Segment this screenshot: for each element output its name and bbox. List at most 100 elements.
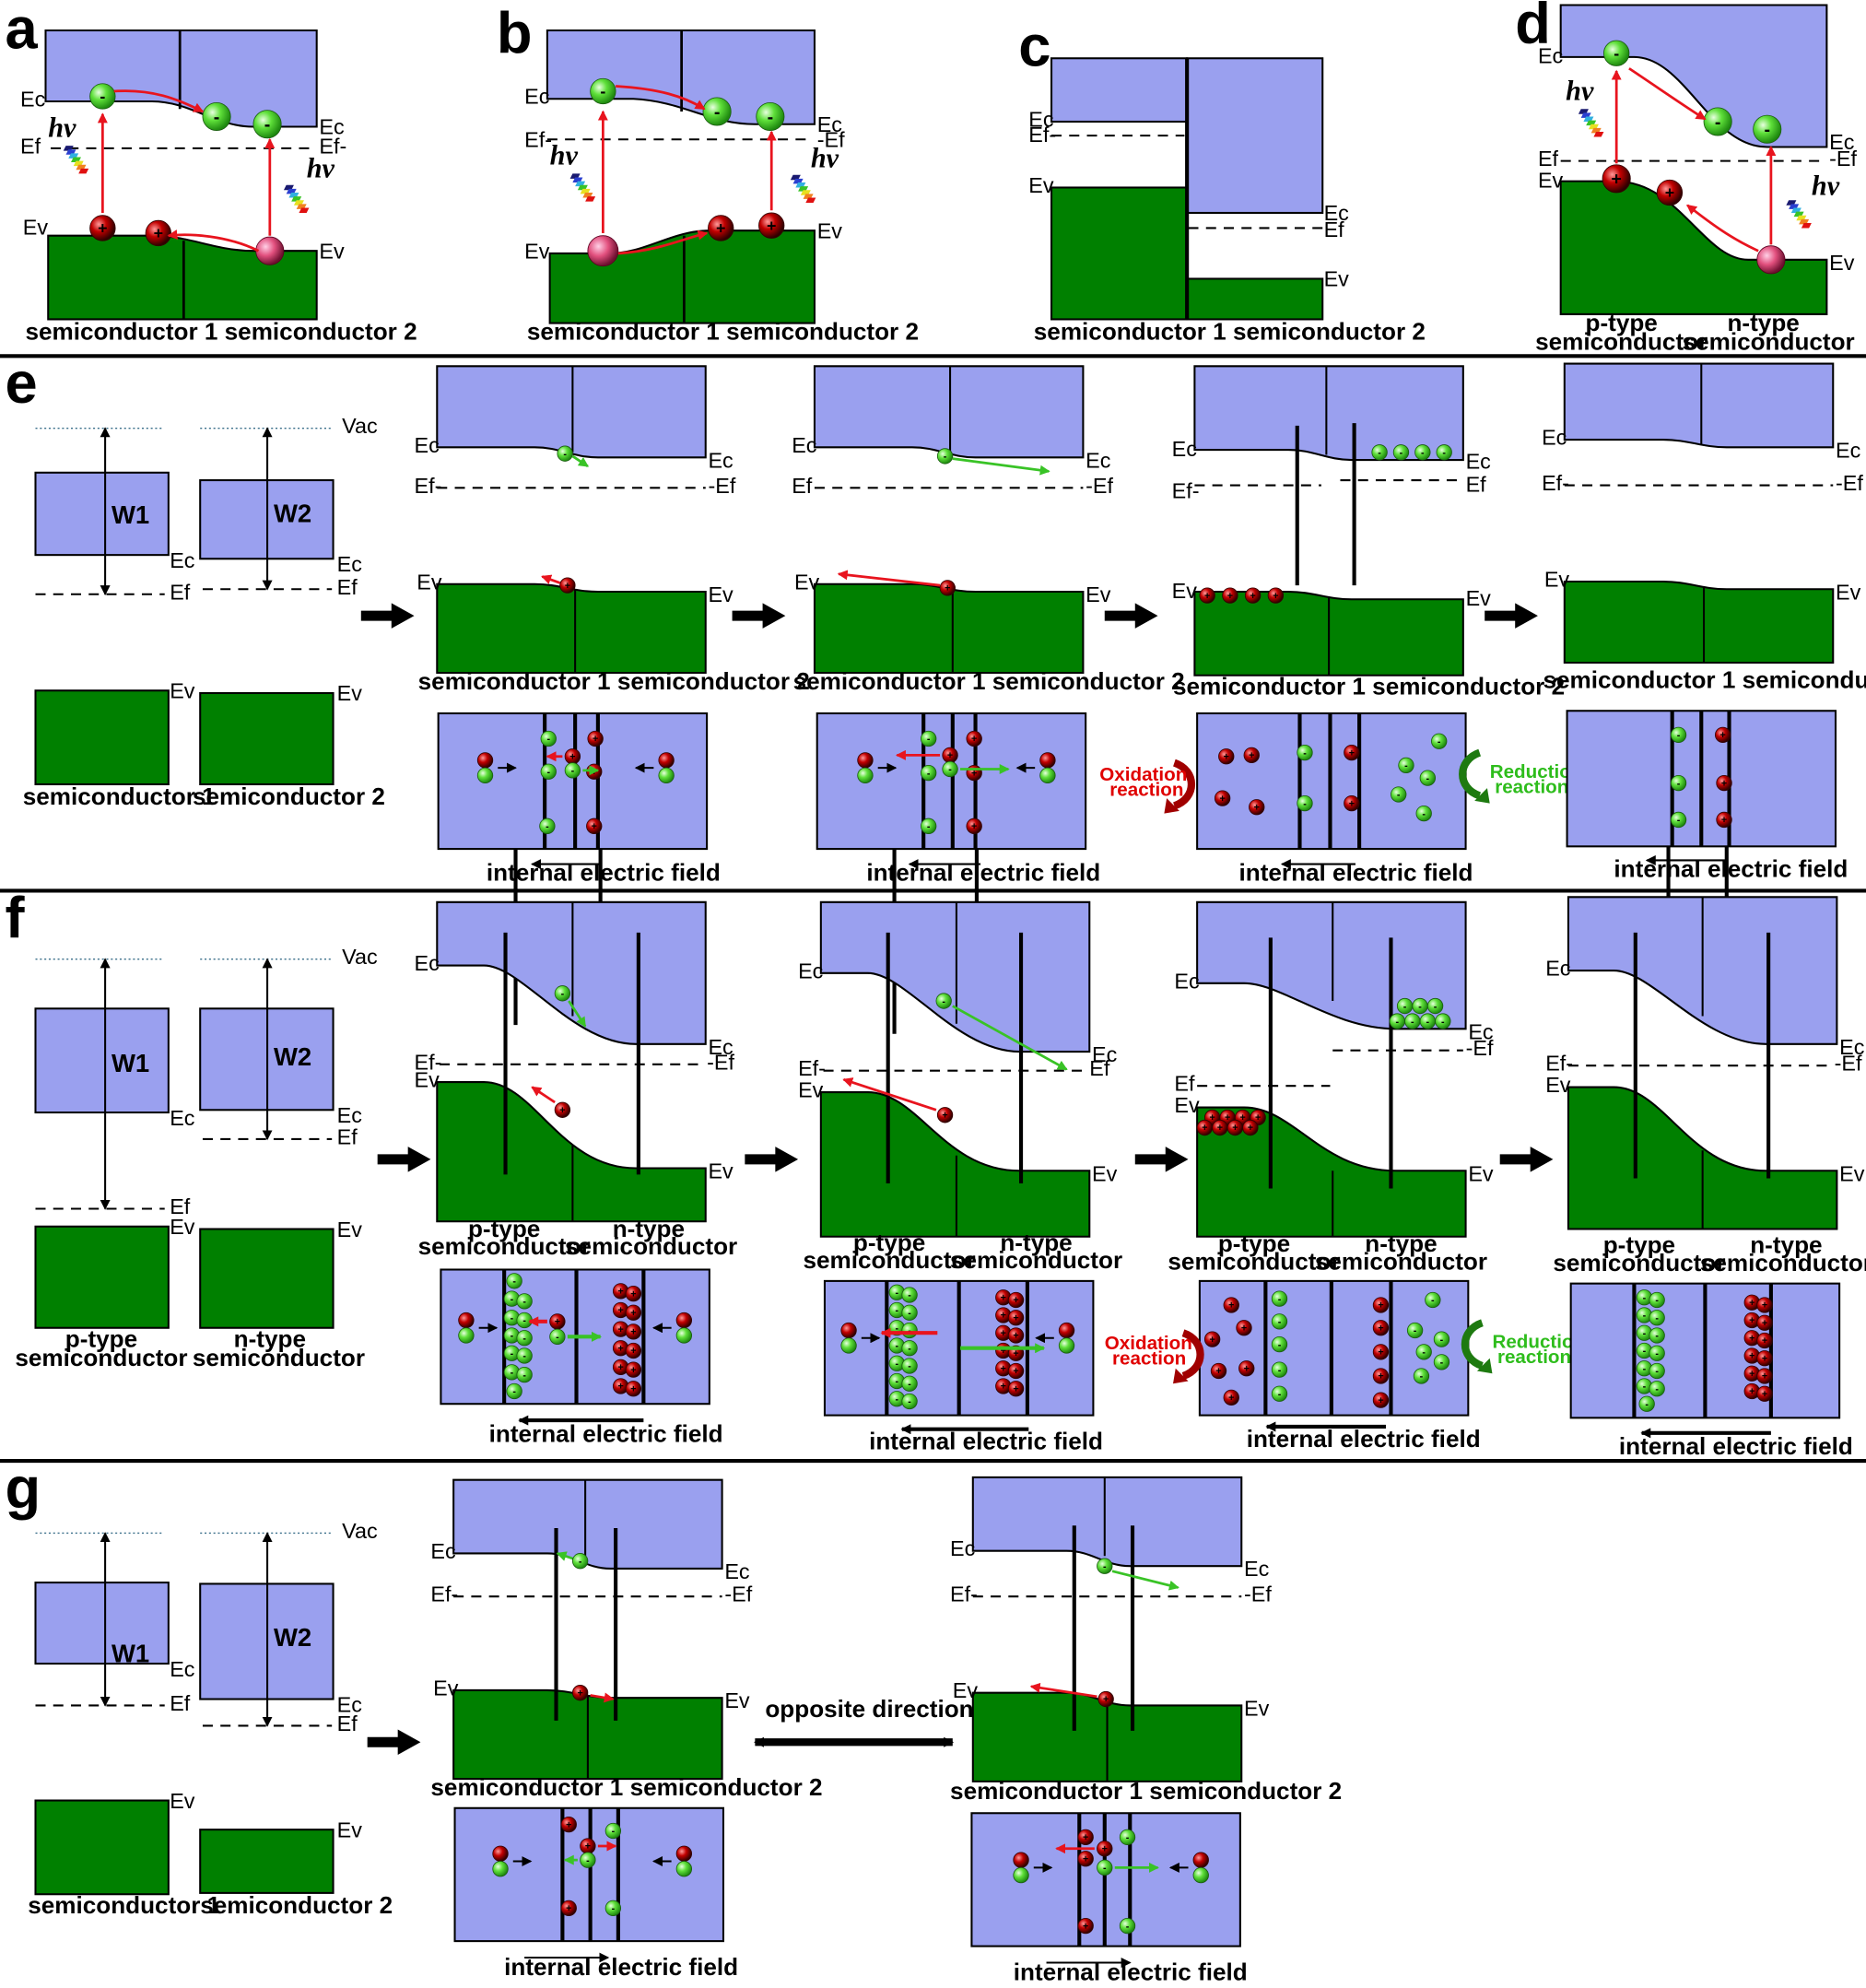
- conduction-band: [436, 365, 707, 459]
- panel-label-b: b: [497, 2, 533, 66]
- semiconductor-pair-caption: semiconductor 1 semiconductor 2: [418, 667, 810, 695]
- electron-sign: -: [1440, 1358, 1444, 1369]
- hole-sign: +: [630, 1308, 636, 1319]
- hole-particle: [1223, 1389, 1239, 1406]
- electron-transfer-arrow: [1628, 67, 1707, 121]
- electron-sign: -: [1411, 1017, 1414, 1028]
- internal-field-label: internal electric field: [1247, 1425, 1481, 1453]
- semiconductor-1-label: semiconductor 1: [28, 1891, 220, 1919]
- step-arrow: [367, 1729, 421, 1756]
- internal-field-label: internal electric field: [1614, 854, 1848, 882]
- reaction-cycle-arrowhead: [1474, 788, 1490, 804]
- electron-sign: -: [1442, 448, 1446, 459]
- electron-particle: [202, 101, 231, 132]
- ef-label: Ef-: [1172, 478, 1200, 502]
- electron-particle: [458, 1327, 475, 1344]
- electron-sign: -: [1396, 1017, 1400, 1028]
- photon-stripe: [575, 181, 586, 187]
- valence-band-2: [199, 1829, 334, 1894]
- electron-sign: -: [1378, 448, 1381, 459]
- photon-stripe: [580, 188, 591, 194]
- valence-band-1: [1050, 186, 1189, 321]
- step-arrow: [360, 603, 415, 629]
- electron-particle: [1119, 1917, 1136, 1935]
- hole-transfer-arrow: [837, 570, 941, 587]
- electron-sign: -: [948, 764, 952, 775]
- electron-sign: -: [927, 768, 931, 779]
- electron-sign: -: [1126, 1921, 1130, 1932]
- reaction-cycle-icon: [1459, 748, 1482, 800]
- vac-label: Vac: [342, 414, 378, 438]
- ec-label: Ec: [430, 1539, 456, 1563]
- ef-label: Ef: [792, 474, 813, 498]
- hole-particle: [1344, 794, 1360, 812]
- electron-particle: [702, 97, 732, 126]
- hole-sign: +: [1721, 815, 1727, 826]
- hole-sign: +: [1219, 794, 1225, 805]
- w2-label: W2: [274, 1623, 311, 1652]
- ec-label: Ec: [415, 433, 440, 457]
- hole-sign: +: [1378, 1371, 1383, 1382]
- hole-sign: +: [617, 1362, 623, 1373]
- electron-sign: -: [511, 1368, 514, 1379]
- ntype-label: n-type: [1750, 1231, 1822, 1259]
- valence-band: [1563, 580, 1835, 665]
- ef-label: -Ef: [708, 474, 735, 498]
- reaction-cycle-arrowhead: [1164, 798, 1179, 814]
- hole-particle: [1756, 1350, 1773, 1367]
- ev-label: Ev: [1468, 1161, 1494, 1185]
- semiconductor-2-label: semiconductor 2: [193, 782, 385, 810]
- electron-particle: [1753, 114, 1782, 144]
- ev-label: Ev: [724, 1688, 750, 1712]
- ef-label: -Ef: [1829, 147, 1857, 171]
- hole-particle: [1013, 1852, 1029, 1868]
- electron-sign: -: [1422, 1347, 1426, 1359]
- electron-particle: [1271, 1335, 1288, 1353]
- ev-label: Ev: [524, 239, 550, 263]
- valence-band: [436, 1081, 707, 1223]
- conduction-band: [1563, 362, 1835, 449]
- electron-particle: [476, 767, 494, 784]
- electron-particle: [557, 445, 573, 462]
- hole-particle: [658, 752, 675, 769]
- hole-sign: +: [1762, 1371, 1767, 1382]
- ef-label: Ef-: [798, 1056, 826, 1080]
- electron-particle: [516, 1366, 533, 1383]
- valence-band: [436, 582, 707, 675]
- semiconductor-label: semiconductor: [15, 1344, 187, 1371]
- ec-label: Ec: [170, 1106, 195, 1130]
- semiconductor-pair-caption: semiconductor 1 semiconductor 2: [527, 317, 919, 345]
- w2-label: W2: [274, 1042, 311, 1071]
- electron-sign: -: [612, 1826, 616, 1837]
- electron-sign: -: [579, 1556, 582, 1567]
- electron-sign: -: [927, 734, 931, 745]
- hole-sign: +: [1762, 1353, 1767, 1364]
- hole-particle: [1372, 1368, 1390, 1384]
- hole-sign: +: [1665, 183, 1674, 202]
- hole-sign: +: [1215, 1366, 1221, 1377]
- ec-label: Ec: [817, 112, 843, 136]
- electron-particle: [1426, 997, 1444, 1015]
- hole-sign: +: [630, 1288, 636, 1300]
- hole-sign: +: [592, 821, 597, 832]
- electron-sign: -: [1643, 1292, 1647, 1303]
- ev-label: Ev: [708, 582, 733, 606]
- hole-particle: [1714, 726, 1731, 744]
- ev-label: Ev: [798, 1078, 824, 1102]
- internal-field-label: internal electric field: [869, 1428, 1103, 1455]
- electron-sign: -: [522, 1333, 526, 1344]
- hole-particle: [708, 215, 734, 241]
- semiconductor-label: semiconductor: [193, 1344, 365, 1371]
- electron-particle: [921, 764, 937, 782]
- ec-label: Ec: [1172, 437, 1198, 461]
- semiconductor-pair-caption: semiconductor 1 semiconductor 2: [1034, 317, 1426, 345]
- electron-particle: [1703, 107, 1732, 136]
- electron-sign: -: [586, 1855, 590, 1866]
- ec-label: Ec: [1829, 130, 1855, 154]
- ec-label: Ec: [1836, 438, 1861, 462]
- ec-label: Ec: [319, 115, 345, 139]
- electron-particle: [549, 1328, 566, 1346]
- electron-sign: -: [563, 449, 567, 460]
- ef-label: Ef: [1324, 218, 1345, 241]
- electron-sign: -: [522, 1351, 526, 1362]
